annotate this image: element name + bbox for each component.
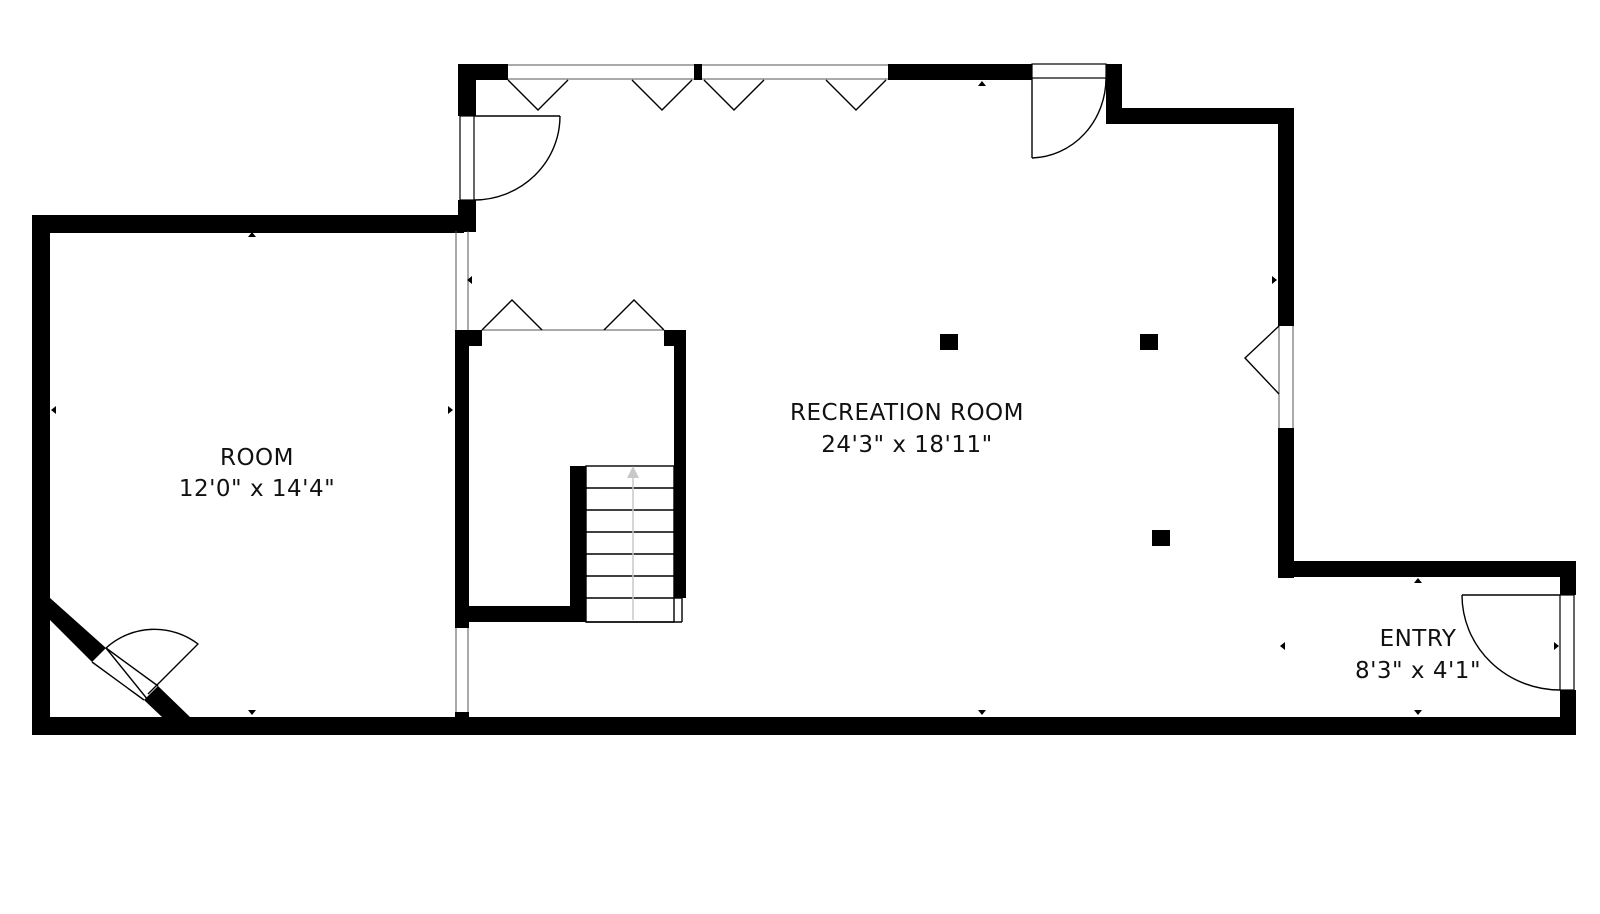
wall-entry-right-bottom: [1560, 690, 1576, 735]
bifold-door-top-2: [631, 79, 693, 111]
marker: [978, 710, 986, 715]
marker: [248, 232, 256, 237]
bifold-door-top-3: [703, 79, 765, 111]
door-leaf-entry: [1559, 594, 1575, 691]
wall-divider-middle: [455, 330, 469, 628]
columns: [940, 334, 1170, 546]
wall-stair-bottom: [462, 606, 586, 622]
marker: [1414, 578, 1422, 583]
wall-left-room-top: [32, 215, 464, 233]
marker: [1414, 710, 1422, 715]
wall-right-lower: [1278, 428, 1294, 578]
door-leaf-top-left: [459, 115, 475, 201]
room-name: RECREATION ROOM: [790, 400, 1024, 426]
wall-top-right: [888, 64, 1032, 80]
bifold-door-top-4: [825, 79, 887, 111]
wall-top-right-cap: [1106, 64, 1122, 80]
wall-diagonal-corner: [50, 598, 106, 662]
room-name: ENTRY: [1380, 626, 1457, 652]
bifold-door-stair-1: [481, 299, 543, 331]
marker: [1272, 276, 1277, 284]
wall-stair-cap-left: [462, 330, 482, 346]
bifold-door-right: [1244, 325, 1280, 395]
openings: [455, 64, 1294, 712]
marker: [448, 406, 453, 414]
door-swing-top-right: [1031, 77, 1107, 159]
door-swing-entry: [1461, 594, 1561, 691]
room-dimensions: 24'3" x 18'11": [821, 432, 992, 458]
wall-entry-top: [1278, 561, 1576, 577]
wall-upper-right: [1106, 108, 1294, 124]
wall-top-left: [458, 64, 508, 80]
bifold-door-top-1: [507, 79, 569, 111]
door-leaf-top-right: [1031, 63, 1107, 79]
marker: [248, 710, 256, 715]
wall-divider-bottom: [455, 712, 469, 718]
wall-rec-left-lower: [458, 200, 476, 232]
stair-direction-arrow: [627, 466, 639, 478]
wall-top-mullion: [694, 64, 702, 80]
marker: [467, 276, 472, 284]
column-3: [1152, 530, 1170, 546]
wall-stair-inner: [570, 466, 586, 622]
column-2: [1140, 334, 1158, 350]
wall-right-upper: [1278, 108, 1294, 326]
room-dimensions: 8'3" x 4'1": [1355, 658, 1481, 684]
wall-entry-right-top: [1560, 561, 1576, 595]
marker: [1280, 642, 1285, 650]
bifold-door-stair-2: [603, 299, 665, 331]
wall-left-room-left: [32, 215, 50, 735]
wall-stair-right: [674, 330, 686, 598]
marker: [978, 81, 986, 86]
dimension-markers: [51, 81, 1559, 715]
room-labels: ROOM 12'0" x 14'4" RECREATION ROOM 24'3"…: [179, 400, 1481, 684]
marker: [1554, 642, 1559, 650]
swing-doors: [91, 63, 1575, 701]
room-name: ROOM: [220, 445, 294, 471]
wall-bottom: [32, 717, 1576, 735]
door-swing-corner: [105, 628, 200, 695]
marker: [51, 406, 56, 414]
column-1: [940, 334, 958, 350]
walls: [32, 64, 1576, 735]
door-swing-top-left: [473, 115, 561, 201]
room-dimensions: 12'0" x 14'4": [179, 476, 335, 502]
wall-diagonal-corner-end: [144, 686, 190, 717]
stairs: [585, 465, 683, 623]
bifold-doors: [481, 79, 1280, 395]
